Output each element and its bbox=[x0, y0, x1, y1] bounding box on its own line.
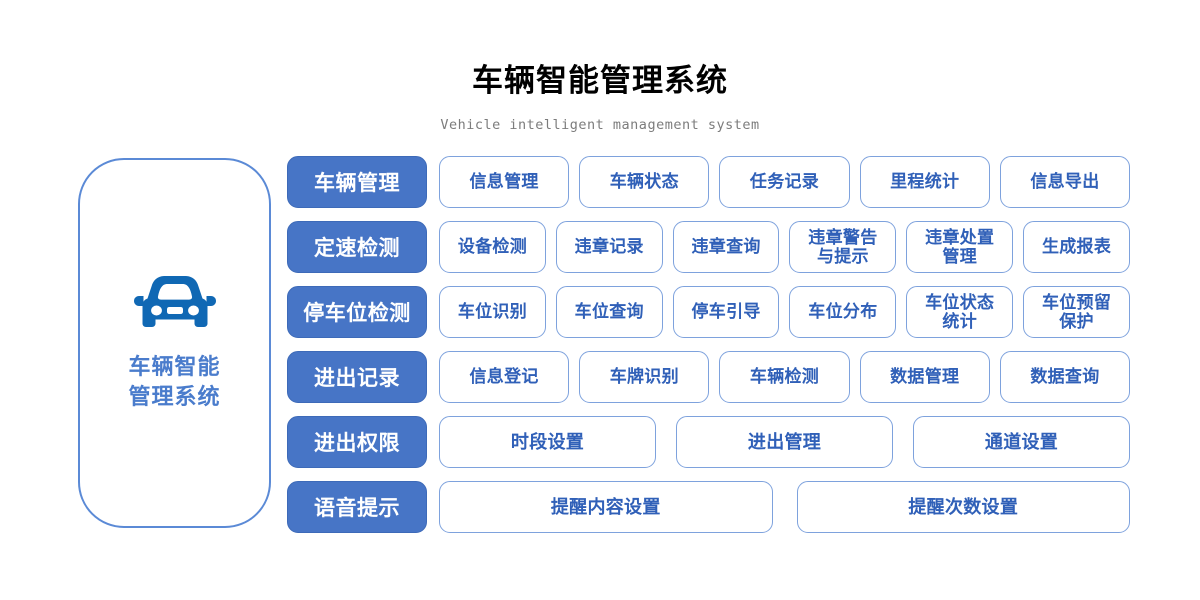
row-label-speed-detection[interactable]: 定速检测 bbox=[287, 221, 427, 273]
module-item[interactable]: 提醒次数设置 bbox=[796, 481, 1130, 533]
car-front-icon bbox=[133, 276, 216, 328]
module-item[interactable]: 信息登记 bbox=[439, 351, 570, 403]
row-label-voice-prompt[interactable]: 语音提示 bbox=[287, 481, 427, 533]
module-row-vehicle-management: 车辆管理 信息管理 车辆状态 任务记录 里程统计 信息导出 bbox=[287, 156, 1131, 208]
module-item[interactable]: 车辆检测 bbox=[719, 351, 850, 403]
module-item[interactable]: 生成报表 bbox=[1023, 221, 1130, 273]
page-title: 车辆智能管理系统 bbox=[472, 63, 728, 98]
module-item[interactable]: 车辆状态 bbox=[579, 156, 710, 208]
module-item[interactable]: 数据查询 bbox=[999, 351, 1131, 403]
row-label-vehicle-management[interactable]: 车辆管理 bbox=[287, 156, 427, 208]
module-item[interactable]: 违章查询 bbox=[672, 221, 780, 273]
row-items: 车位识别 车位查询 停车引导 车位分布 车位状态 统计 车位预留 保护 bbox=[439, 286, 1130, 338]
module-row-parking-detection: 停车位检测 车位识别 车位查询 停车引导 车位分布 车位状态 统计 车位预留 保… bbox=[287, 286, 1130, 338]
brand-panel: 车辆智能 管理系统 bbox=[78, 158, 271, 528]
module-item[interactable]: 里程统计 bbox=[859, 156, 990, 208]
module-item[interactable]: 违章警告 与提示 bbox=[789, 221, 897, 273]
brand-title-line2: 管理系统 bbox=[128, 384, 221, 409]
module-item[interactable]: 数据管理 bbox=[859, 351, 990, 403]
module-item[interactable]: 提醒内容设置 bbox=[439, 481, 773, 533]
module-item[interactable]: 车牌识别 bbox=[579, 351, 710, 403]
module-row-access-records: 进出记录 信息登记 车牌识别 车辆检测 数据管理 数据查询 bbox=[287, 351, 1131, 403]
module-item[interactable]: 进出管理 bbox=[676, 416, 893, 468]
module-row-access-permission: 进出权限 时段设置 进出管理 通道设置 bbox=[287, 416, 1130, 468]
row-items: 时段设置 进出管理 通道设置 bbox=[439, 416, 1130, 468]
module-item[interactable]: 车位状态 统计 bbox=[906, 286, 1014, 338]
row-items: 设备检测 违章记录 违章查询 违章警告 与提示 违章处置 管理 生成报表 bbox=[439, 221, 1130, 273]
module-item[interactable]: 信息导出 bbox=[999, 156, 1131, 208]
module-item[interactable]: 违章处置 管理 bbox=[906, 221, 1014, 273]
header: 车辆智能管理系统 Vehicle intelligent management … bbox=[0, 62, 1200, 133]
module-row-voice-prompt: 语音提示 提醒内容设置 提醒次数设置 bbox=[287, 481, 1130, 533]
module-item[interactable]: 车位分布 bbox=[789, 286, 897, 338]
module-rows: 车辆管理 信息管理 车辆状态 任务记录 里程统计 信息导出 定速检测 设备检测 … bbox=[287, 156, 1131, 533]
module-item[interactable]: 停车引导 bbox=[672, 286, 780, 338]
row-items: 信息登记 车牌识别 车辆检测 数据管理 数据查询 bbox=[439, 351, 1131, 403]
module-row-speed-detection: 定速检测 设备检测 违章记录 违章查询 违章警告 与提示 违章处置 管理 生成报… bbox=[287, 221, 1130, 273]
row-label-access-permission[interactable]: 进出权限 bbox=[287, 416, 427, 468]
module-item[interactable]: 车位预留 保护 bbox=[1023, 286, 1130, 338]
brand-title: 车辆智能 管理系统 bbox=[128, 352, 220, 411]
module-item[interactable]: 违章记录 bbox=[555, 221, 663, 273]
row-label-parking-detection[interactable]: 停车位检测 bbox=[287, 286, 427, 338]
row-items: 提醒内容设置 提醒次数设置 bbox=[439, 481, 1130, 533]
row-label-access-records[interactable]: 进出记录 bbox=[287, 351, 427, 403]
module-item[interactable]: 设备检测 bbox=[439, 221, 546, 273]
module-item[interactable]: 通道设置 bbox=[913, 416, 1130, 468]
module-item[interactable]: 任务记录 bbox=[719, 156, 850, 208]
module-item[interactable]: 信息管理 bbox=[439, 156, 570, 208]
brand-title-line1: 车辆智能 bbox=[128, 354, 221, 380]
module-item[interactable]: 车位查询 bbox=[555, 286, 663, 338]
module-item[interactable]: 时段设置 bbox=[439, 416, 656, 468]
module-item[interactable]: 车位识别 bbox=[439, 286, 546, 338]
page-subtitle: Vehicle intelligent management system bbox=[440, 116, 760, 133]
row-items: 信息管理 车辆状态 任务记录 里程统计 信息导出 bbox=[439, 156, 1131, 208]
